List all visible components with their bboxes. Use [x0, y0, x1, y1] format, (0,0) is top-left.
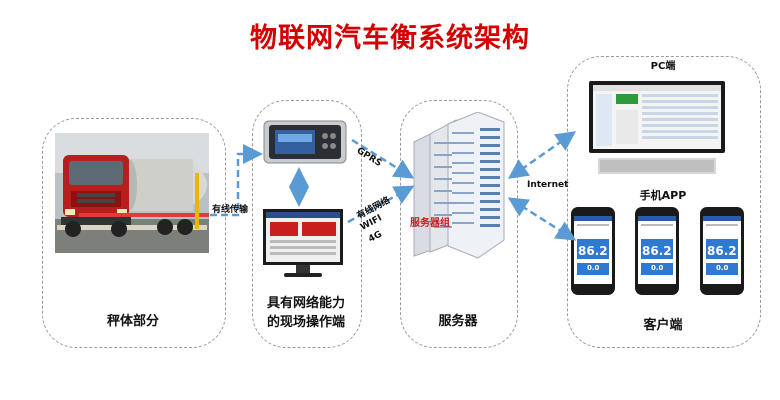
- server-label: 服务器: [400, 312, 516, 331]
- wired-transmission-label: 有线传输: [212, 202, 248, 215]
- client-label: 客户端: [567, 316, 759, 335]
- internet-label: Internet: [527, 180, 568, 190]
- mobile-app-label: 手机APP: [567, 186, 759, 205]
- onsite-terminal-label-line2: 的现场操作端: [252, 313, 360, 332]
- scale-body-label: 秤体部分: [42, 312, 224, 331]
- internet-app-arrow: [512, 200, 572, 238]
- internet-pc-arrow: [512, 134, 572, 176]
- onsite-terminal-label-line1: 具有网络能力: [252, 294, 360, 313]
- pc-client-label: PC端: [567, 57, 759, 76]
